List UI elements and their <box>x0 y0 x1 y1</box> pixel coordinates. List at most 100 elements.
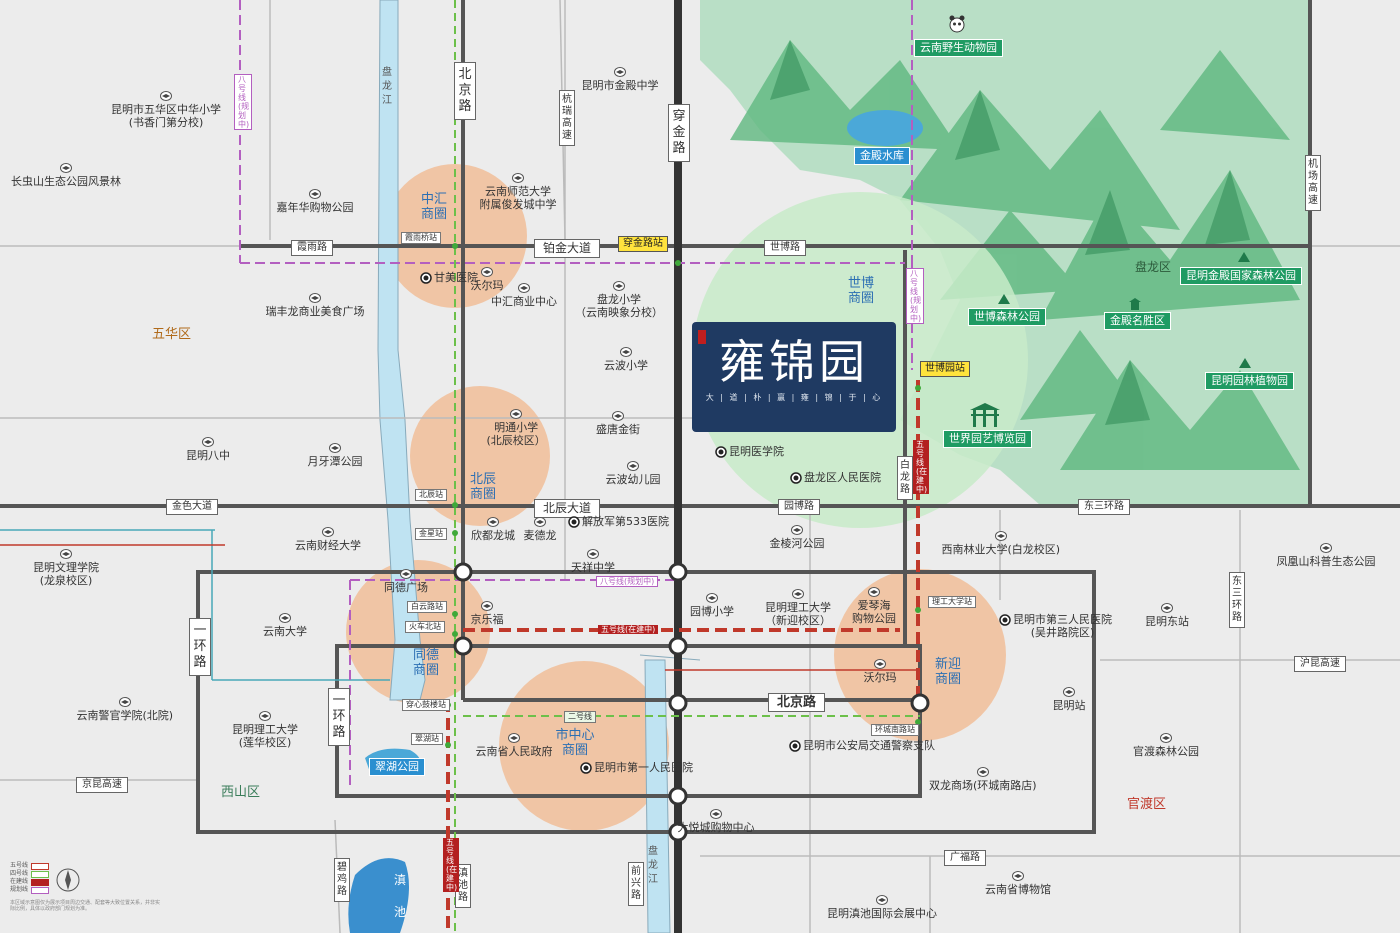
poi-label-p31[interactable]: 昆明理工大学（新迎校区） <box>765 601 831 627</box>
poi-label-p33[interactable]: 昆明市第三人民医院(吴井路院区) <box>1013 613 1112 639</box>
road-hukun: 沪昆高速 <box>1294 656 1346 672</box>
tag-zoo[interactable]: 云南野生动物园 <box>914 39 1003 57</box>
station-line2[interactable]: 二号线 <box>564 711 596 723</box>
school-hat-icon <box>1012 871 1024 881</box>
poi-label-p24[interactable]: 昆明文理学院(龙泉校区) <box>33 561 99 587</box>
school-hat-icon <box>876 895 888 905</box>
school-hat-icon <box>868 587 880 597</box>
school-hat-icon <box>508 733 520 743</box>
poi-label-p35[interactable]: 云南大学 <box>263 625 307 638</box>
circle-zhonghui: 中汇商圈 <box>420 192 447 222</box>
poi-label-p25[interactable]: 金棱河公园 <box>769 537 825 550</box>
poi-label-p17[interactable]: 昆明医学院 <box>729 445 784 458</box>
poi-label-p44[interactable]: 双龙商场(环城南路店) <box>929 779 1037 792</box>
school-hat-icon <box>259 711 271 721</box>
station-huancheng-nan[interactable]: 环城南路站 <box>871 724 919 736</box>
poi-label-p07[interactable]: 沃尔玛 <box>470 279 504 292</box>
road-jichang: 机场高速 <box>1305 155 1321 211</box>
station-jinxing[interactable]: 金星站 <box>415 528 447 540</box>
poi-label-p47[interactable]: 昆明滇池国际会展中心 <box>827 907 937 920</box>
line8-right-tag: 八号线(规划中) <box>906 268 924 324</box>
poi-label-p22[interactable]: 天祥中学 <box>571 561 615 574</box>
station-chuanxin[interactable]: 穿心鼓楼站 <box>402 699 450 711</box>
poi-label-p43[interactable]: 官渡森林公园 <box>1133 745 1199 758</box>
station-cuihu[interactable]: 翠湖站 <box>411 733 443 745</box>
tag-jindian-reservoir[interactable]: 金殿水库 <box>854 147 910 165</box>
temple-icon <box>1129 298 1141 310</box>
poi-label-p40[interactable]: 云南省人民政府 <box>475 745 553 758</box>
tag-jindian-scenic[interactable]: 金殿名胜区 <box>1104 312 1171 330</box>
poi-label-p19[interactable]: 欣都龙城 <box>471 529 515 542</box>
tag-national-forest[interactable]: 昆明金殿国家森林公园 <box>1180 267 1302 285</box>
poi-label-p28[interactable]: 同德广场 <box>384 581 428 594</box>
poi-label-p30[interactable]: 园博小学 <box>690 605 734 618</box>
station-beichen[interactable]: 北辰站 <box>415 489 447 501</box>
poi-label-p08[interactable]: 中汇商业中心 <box>491 295 557 308</box>
school-hat-icon <box>620 347 632 357</box>
school-hat-icon <box>481 601 493 611</box>
school-hat-icon <box>874 659 886 669</box>
tree-icon-3 <box>1239 358 1251 368</box>
poi-label-p42[interactable]: 昆明市公安局交通警察支队 <box>803 739 935 752</box>
poi-label-p14[interactable]: 云波幼儿园 <box>605 473 661 486</box>
tag-cuihu-park[interactable]: 翠湖公园 <box>369 758 425 776</box>
poi-label-p02[interactable]: 长虫山生态公园风景林 <box>11 175 121 188</box>
school-hat-icon <box>977 767 989 777</box>
poi-label-p16[interactable]: 月牙潭公园 <box>307 455 363 468</box>
station-ligong[interactable]: 理工大学站 <box>928 596 976 608</box>
poi-label-p38[interactable]: 云南警官学院(北院) <box>76 709 174 722</box>
seal-icon <box>698 330 706 344</box>
hospital-dot-icon <box>715 446 727 458</box>
poi-label-p20[interactable]: 麦德龙 <box>523 529 557 542</box>
poi-label-p21[interactable]: 解放军第533医院 <box>582 515 669 528</box>
school-hat-icon <box>510 409 522 419</box>
hospital-dot-icon <box>568 516 580 528</box>
poi-label-p18[interactable]: 盘龙区人民医院 <box>804 471 881 484</box>
poi-label-p15[interactable]: 昆明八中 <box>186 449 230 462</box>
legend-item: 五号线 <box>10 862 80 870</box>
poi-label-p41[interactable]: 昆明市第一人民医院 <box>594 761 693 774</box>
poi-label-p03[interactable]: 嘉年华购物公园 <box>276 201 354 214</box>
hospital-dot-icon <box>580 762 592 774</box>
station-baiyun[interactable]: 白云路站 <box>407 601 447 613</box>
poi-label-p09[interactable]: 盘龙小学（云南映象分校） <box>575 293 663 319</box>
station-shibo-garden[interactable]: 世博园站 <box>920 361 970 377</box>
poi-label-p11[interactable]: 瑞丰龙商业美食广场 <box>265 305 365 318</box>
line5-bottom-tag: 五号线(在建中) <box>443 838 459 892</box>
poi-label-p32[interactable]: 爱琴海购物公园 <box>852 599 896 625</box>
station-chuanjin[interactable]: 穿金路站 <box>618 236 668 252</box>
road-shibo: 世博路 <box>764 240 806 256</box>
poi-label-p23[interactable]: 云南财经大学 <box>295 539 361 552</box>
poi-label-p46[interactable]: 云南省博物馆 <box>985 883 1051 896</box>
poi-label-p34[interactable]: 昆明东站 <box>1145 615 1189 628</box>
poi-label-p27[interactable]: 凤凰山科普生态公园 <box>1276 555 1376 568</box>
poi-label-p39[interactable]: 昆明理工大学(莲华校区) <box>232 723 298 749</box>
project-name: 雍锦园 <box>719 335 869 389</box>
road-dianchi: 滇池路 <box>455 864 471 908</box>
school-hat-icon <box>60 549 72 559</box>
poi-label-p05[interactable]: 云南师范大学附属俊发城中学 <box>479 185 557 211</box>
poi-label-p10[interactable]: 云波小学 <box>604 359 648 372</box>
tag-expo-garden[interactable]: 世界园艺博览园 <box>943 430 1032 448</box>
poi-label-p13[interactable]: 盛唐金街 <box>596 423 640 436</box>
road-beichen: 北辰大道 <box>534 499 601 518</box>
project-logo[interactable]: 雍锦园 大 | 道 | 朴 | 赢 | 雍 | 锦 | 于 | 心 <box>692 322 896 432</box>
poi-label-p36[interactable]: 沃尔玛 <box>863 671 897 684</box>
poi-label-p29[interactable]: 京乐福 <box>470 613 504 626</box>
tag-botanical[interactable]: 昆明园林植物园 <box>1205 372 1294 390</box>
school-hat-icon <box>1160 733 1172 743</box>
poi-label-p45[interactable]: 大悦城购物中心 <box>677 821 755 834</box>
poi-label-p04[interactable]: 昆明市金殿中学 <box>581 79 659 92</box>
circle-xinying: 新迎商圈 <box>934 657 961 687</box>
poi-label-p06[interactable]: 甘美医院 <box>434 271 478 284</box>
station-huochebei[interactable]: 火车北站 <box>405 621 445 633</box>
station-xiayuqiao[interactable]: 霞雨桥站 <box>401 232 441 244</box>
tag-shibo-forest[interactable]: 世博森林公园 <box>968 308 1046 326</box>
poi-label-p12[interactable]: 明通小学(北辰校区） <box>486 421 546 447</box>
poi-label-p01[interactable]: 昆明市五华区中华小学(书香门第分校) <box>111 103 221 129</box>
poi-label-p37[interactable]: 昆明站 <box>1052 699 1086 712</box>
school-hat-icon <box>512 173 524 183</box>
poi-label-p26[interactable]: 西南林业大学(白龙校区) <box>941 543 1061 556</box>
